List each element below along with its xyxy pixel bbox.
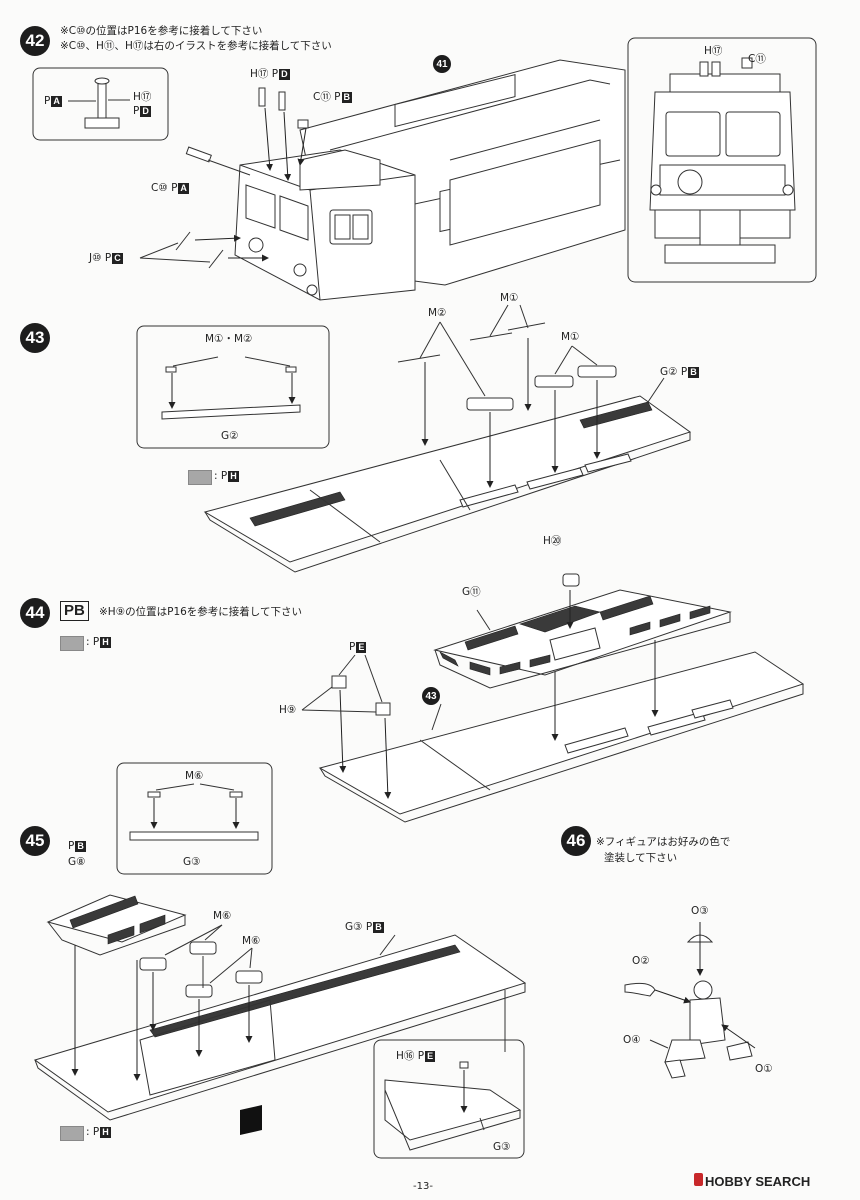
inset-label-m6: M⑥ [185, 770, 204, 782]
step-number-45: 45 [20, 826, 50, 856]
label-o2: O② [632, 955, 650, 967]
step44-note: ※H⑨の位置はP16を参考に接着して下さい [99, 606, 302, 618]
step-number-46: 46 [561, 826, 591, 856]
step43-inset-box [136, 325, 330, 449]
step44-assembly [301, 573, 805, 823]
inset-label-g2: G② [221, 430, 239, 442]
front-label-c11: C⑪ [748, 53, 766, 65]
pb-badge-44: PB [60, 601, 89, 621]
gray-swatch-44 [60, 636, 84, 651]
gray-swatch-43 [188, 470, 212, 485]
step46-note-1: ※フィギュアはお好みの色で [596, 836, 731, 848]
label-m1-top: M① [500, 292, 519, 304]
step45-inset-box [116, 762, 273, 875]
watermark: HOBBY SEARCH [705, 1174, 811, 1189]
step46-note-2: 塗装して下さい [604, 852, 678, 864]
step42-front-view-box [627, 37, 817, 283]
step42-body-assembly [139, 59, 626, 301]
step42-inset-parts-box [32, 67, 169, 141]
label-g11: G⑪ [462, 586, 481, 598]
label-o3: O③ [691, 905, 709, 917]
gray-swatch-45 [60, 1126, 84, 1141]
inset2-label-g3: G③ [493, 1141, 511, 1153]
page-number: -13- [413, 1181, 433, 1192]
step46-figure [624, 922, 756, 1079]
inset-label-g3: G③ [183, 856, 201, 868]
ref-step-41: 41 [433, 55, 451, 73]
step-number-44: 44 [20, 598, 50, 628]
label-o1: O① [755, 1063, 773, 1075]
label-o4: O④ [623, 1034, 641, 1046]
label-m1-right: M① [561, 331, 580, 343]
inset-label-h17: H⑰ [133, 91, 152, 103]
label-h9: H⑨ [279, 704, 297, 716]
label-m2: M② [428, 307, 447, 319]
label-m6-b: M⑥ [242, 935, 261, 947]
step-number-43: 43 [20, 323, 50, 353]
step-number-42: 42 [20, 26, 50, 56]
label-g8: G⑧ [68, 856, 86, 868]
step43-floor-assembly [203, 304, 692, 573]
step42-note-1: ※C⑩の位置はP16を参考に接着して下さい [60, 25, 263, 37]
label-m6-a: M⑥ [213, 910, 232, 922]
step42-note-2: ※C⑩、H⑪、H⑰は右のイラストを参考に接着して下さい [60, 40, 332, 52]
watermark-logo-icon [694, 1173, 703, 1186]
ref-step-43: 43 [422, 687, 440, 705]
step45-assembly [33, 894, 527, 1159]
inset-label-m1-m2: M①・M② [205, 333, 253, 345]
label-h20: H⑳ [543, 535, 562, 547]
front-label-h17: H⑰ [704, 45, 723, 57]
